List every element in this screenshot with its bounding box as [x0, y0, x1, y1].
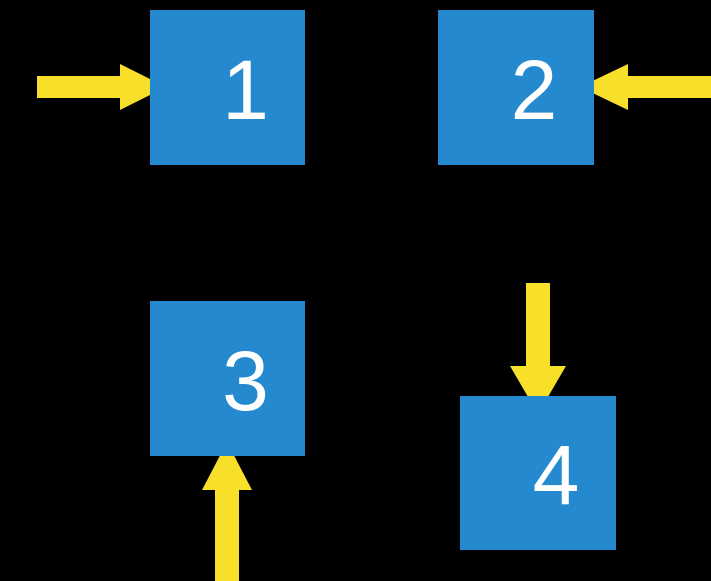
node-label-4: 4 — [532, 428, 580, 522]
arrow-left-shape — [580, 64, 711, 110]
node-box-3[interactable]: 3 — [150, 301, 305, 456]
node-box-4[interactable]: 4 — [460, 396, 616, 550]
node-box-2[interactable]: 2 — [438, 10, 594, 165]
arrow-into-node-4 — [510, 283, 566, 414]
node-box-1[interactable]: 1 — [150, 10, 305, 165]
arrow-right-shape — [37, 64, 166, 110]
arrow-up-shape — [202, 442, 252, 581]
arrow-into-node-2 — [580, 64, 711, 110]
node-label-1: 1 — [222, 42, 269, 137]
node-label-3: 3 — [222, 333, 269, 428]
arrow-down-shape — [510, 283, 566, 414]
arrow-into-node-1 — [37, 64, 166, 110]
arrow-into-node-3 — [202, 442, 252, 581]
node-label-2: 2 — [510, 42, 558, 137]
